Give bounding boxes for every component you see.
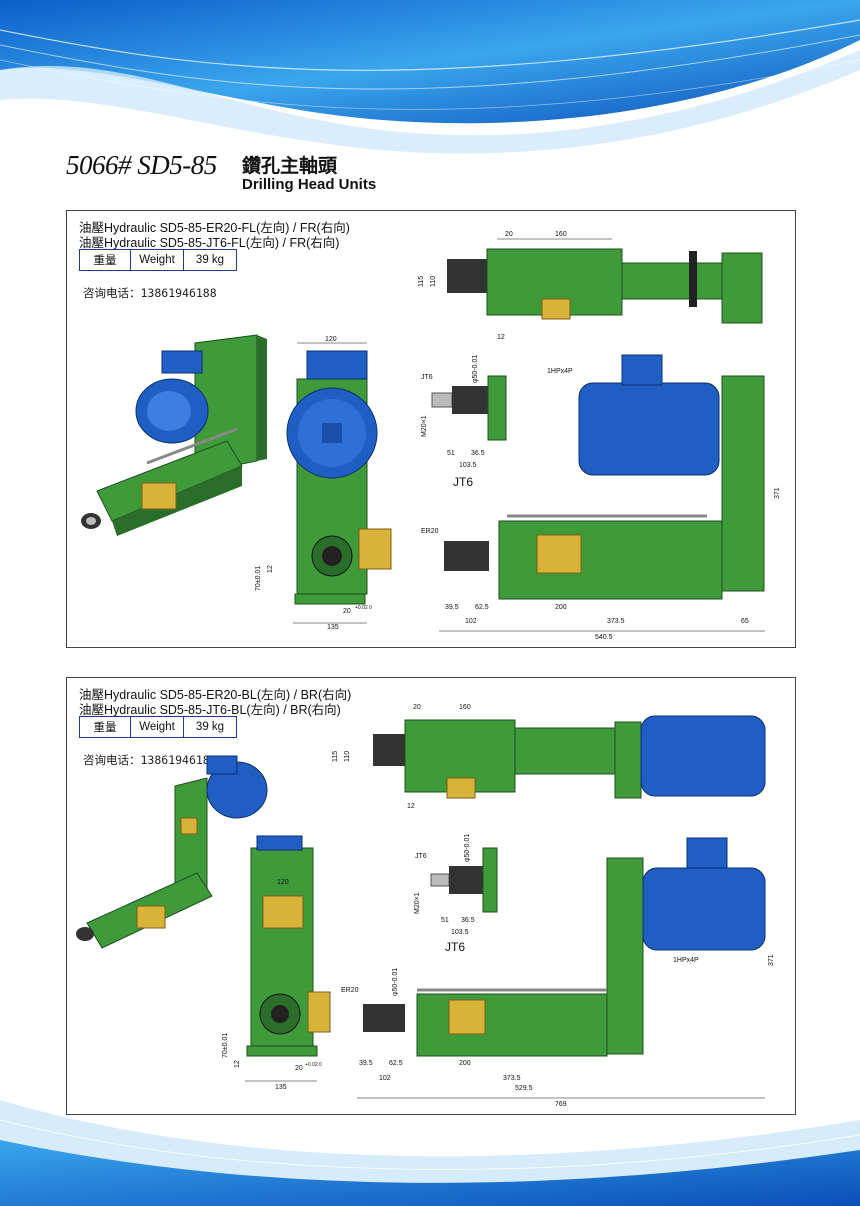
jt6-diameter: φ50-0.01 — [472, 355, 479, 383]
front-view: 120 70±0.01 12 20 +0.02 0 135 — [222, 835, 331, 1091]
dim-front-height: 70±0.01 — [255, 566, 262, 591]
side-view: 1HPx4P 371 ER20 39.5 62.5 200 102 373.5 … — [421, 354, 781, 641]
dim-top-20: 20 — [505, 231, 513, 238]
technical-drawings: 120 70±0.01 12 20 +0.02 0 135 20 160 115… — [76, 704, 775, 1108]
dim-side-200: 200 — [459, 1060, 471, 1067]
jt6-label: JT6 — [421, 374, 433, 381]
dim-top-160: 160 — [459, 704, 471, 711]
contact-phone: 咨询电话：13861946188 — [83, 753, 217, 767]
dim-top-12: 12 — [407, 803, 415, 810]
jt6-dim-365: 36.5 — [471, 450, 485, 457]
model-line-er20: 油壓Hydraulic SD5-85-ER20-FL(左向) / FR(右向) — [79, 221, 350, 235]
jt6-detail: JT6 M20×1 φ50-0.01 51 36.5 103.5 JT6 — [414, 834, 498, 954]
dim-side-395: 39.5 — [445, 604, 459, 611]
jt6-diameter: φ50-0.01 — [464, 834, 471, 862]
jt6-dim-1035: 103.5 — [459, 462, 477, 469]
spec-panel-bl-br: 油壓Hydraulic SD5-85-ER20-BL(左向) / BR(右向) … — [66, 677, 796, 1115]
dim-side-total: 769 — [555, 1101, 567, 1108]
weight-value: 39 kg — [183, 716, 237, 738]
motor-label: 1HPx4P — [547, 368, 573, 375]
dim-top-110: 110 — [344, 751, 351, 762]
er20-label: ER20 — [421, 528, 439, 535]
footer-wave-background — [0, 1100, 860, 1206]
dim-side-625: 62.5 — [475, 604, 489, 611]
jt6-dim-51: 51 — [441, 917, 449, 924]
model-line-jt6: 油壓Hydraulic SD5-85-JT6-FL(左向) / FR(右向) — [79, 236, 340, 250]
jt6-dim-51: 51 — [447, 450, 455, 457]
dim-side-200: 200 — [555, 604, 567, 611]
jt6-caption: JT6 — [453, 475, 473, 489]
dim-front-tolerance: +0.02 0 — [305, 1062, 322, 1068]
title-english: Drilling Head Units — [242, 176, 377, 193]
dim-side-height: 371 — [768, 954, 775, 966]
dim-top-160: 160 — [555, 231, 567, 238]
dim-front-tolerance: +0.02 0 — [355, 605, 372, 611]
jt6-caption: JT6 — [445, 940, 465, 954]
dim-front-12: 12 — [234, 1060, 241, 1068]
er20-label: ER20 — [341, 987, 359, 994]
header-wave-background — [0, 0, 860, 154]
dim-side-625: 62.5 — [389, 1060, 403, 1067]
dim-side-3735: 373.5 — [607, 618, 625, 625]
dim-top-115: 115 — [418, 276, 425, 287]
weight-table: 重量 Weight 39 kg — [79, 716, 237, 738]
jt6-label: JT6 — [415, 853, 427, 860]
isometric-render — [81, 334, 267, 536]
dim-side-3735: 373.5 — [503, 1075, 521, 1082]
weight-label-en: Weight — [130, 249, 184, 271]
weight-value: 39 kg — [183, 249, 237, 271]
dim-side-395: 39.5 — [359, 1060, 373, 1067]
weight-table: 重量 Weight 39 kg — [79, 249, 237, 271]
top-view: 20 160 115 110 12 — [418, 231, 763, 341]
dim-top-20: 20 — [413, 704, 421, 711]
technical-drawings: 120 70±0.01 12 20 +0.02 0 135 20 160 115… — [81, 231, 781, 641]
side-view: 1HPx4P 371 ER20 φ50-0.01 39.5 62.5 200 1… — [341, 837, 775, 1108]
weight-label-zh: 重量 — [79, 249, 131, 271]
jt6-thread: M20×1 — [421, 415, 428, 437]
spec-panel-fl-fr: 油壓Hydraulic SD5-85-ER20-FL(左向) / FR(右向) … — [66, 210, 796, 648]
front-view: 120 70±0.01 12 20 +0.02 0 135 — [255, 336, 392, 631]
jt6-dim-1035: 103.5 — [451, 929, 469, 936]
dim-side-height: 371 — [774, 487, 781, 499]
contact-phone: 咨询电话：13861946188 — [83, 286, 217, 300]
jt6-detail: JT6 M20×1 φ50-0.01 51 36.5 103.5 JT6 — [421, 355, 507, 489]
weight-label-zh: 重量 — [79, 716, 131, 738]
jt6-thread: M20×1 — [414, 892, 421, 914]
dim-top-12: 12 — [497, 334, 505, 341]
dim-front-width: 120 — [325, 336, 337, 343]
dim-front-12: 12 — [267, 565, 274, 573]
dim-side-5295: 529.5 — [515, 1085, 533, 1092]
dim-top-115: 115 — [332, 751, 339, 762]
model-line-er20: 油壓Hydraulic SD5-85-ER20-BL(左向) / BR(右向) — [79, 688, 352, 702]
isometric-render — [76, 755, 268, 949]
dim-front-base: 135 — [327, 624, 339, 631]
dim-front-base: 135 — [275, 1084, 287, 1091]
title-chinese: 鑽孔主軸頭 — [242, 155, 338, 177]
dim-side-102: 102 — [379, 1075, 391, 1082]
jt6-dim-365: 36.5 — [461, 917, 475, 924]
top-view: 20 160 115 110 12 — [332, 704, 766, 810]
dim-side-102: 102 — [465, 618, 477, 625]
dim-front-width: 120 — [277, 879, 289, 886]
model-title: 5066# SD5-85 — [66, 150, 217, 180]
model-line-jt6: 油壓Hydraulic SD5-85-JT6-BL(左向) / BR(右向) — [79, 703, 341, 717]
dim-front-height: 70±0.01 — [222, 1033, 229, 1058]
dim-side-total: 540.5 — [595, 634, 613, 641]
side-diameter: φ50-0.01 — [392, 968, 399, 996]
dim-top-110: 110 — [430, 276, 437, 287]
dim-front-20: 20 — [295, 1065, 303, 1072]
motor-label: 1HPx4P — [673, 957, 699, 964]
dim-side-65: 65 — [741, 618, 749, 625]
dim-front-20: 20 — [343, 608, 351, 615]
